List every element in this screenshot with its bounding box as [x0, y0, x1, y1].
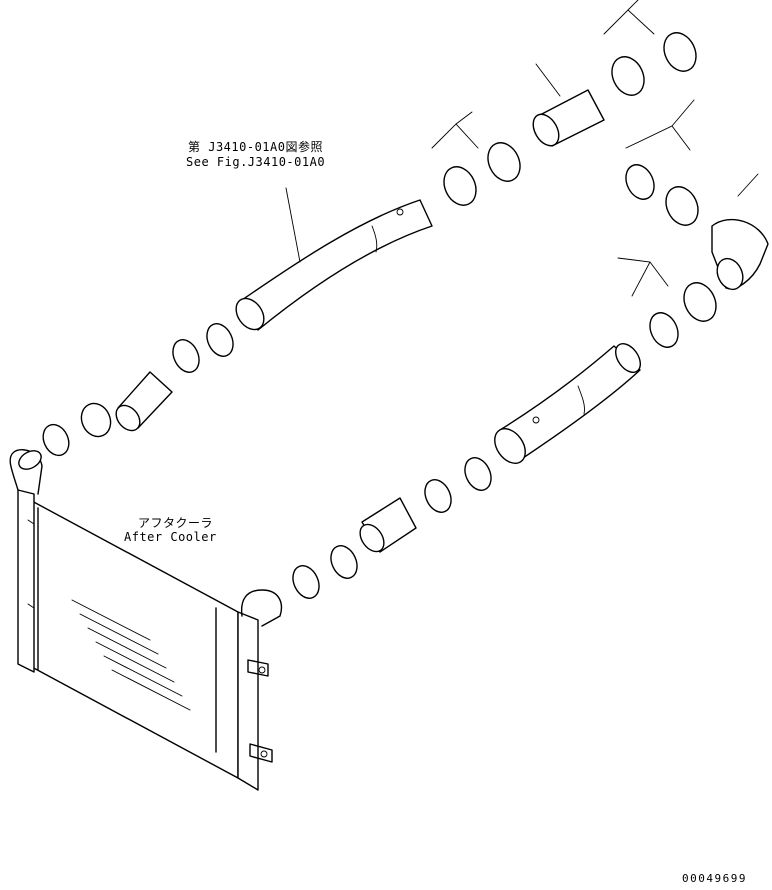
- lower-pipe-assembly: [292, 342, 642, 599]
- upper-pipe-assembly: [42, 0, 697, 457]
- drawing-number: 00049699: [682, 872, 747, 885]
- after-cooler-label-jp: アフタクーラ: [138, 516, 214, 530]
- reference-label-en: See Fig.J3410-01A0: [186, 155, 326, 169]
- after-cooler-label-en: After Cooler: [124, 530, 217, 544]
- right-elbow-assembly: [617, 99, 769, 348]
- after-cooler: [9, 448, 283, 791]
- reference-label-jp: 第 J3410-01A0図参照: [188, 140, 323, 154]
